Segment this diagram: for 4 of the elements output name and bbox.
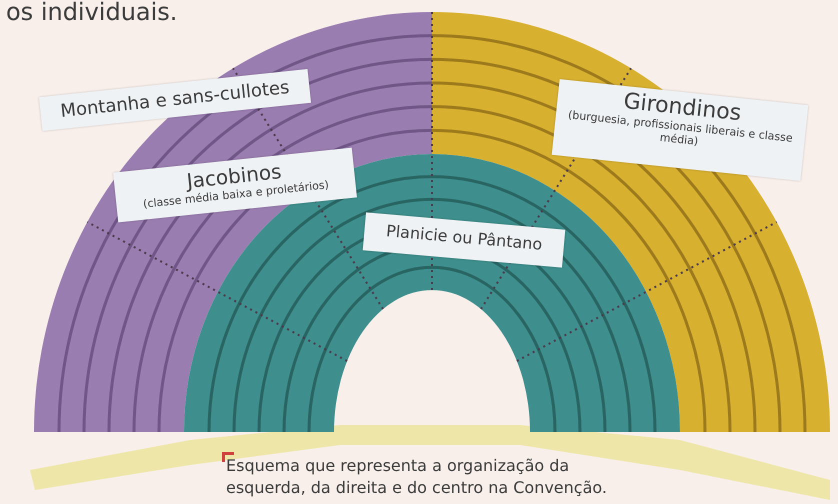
group-name: Planicie ou Pântano [384, 220, 544, 256]
group-name: Montanha e sans-cullotes [58, 76, 292, 124]
caption: Esquema que representa a organização da esquerda, da direita e do centro na Convenção. [226, 455, 608, 499]
page-text: os individuais. [6, 0, 178, 26]
